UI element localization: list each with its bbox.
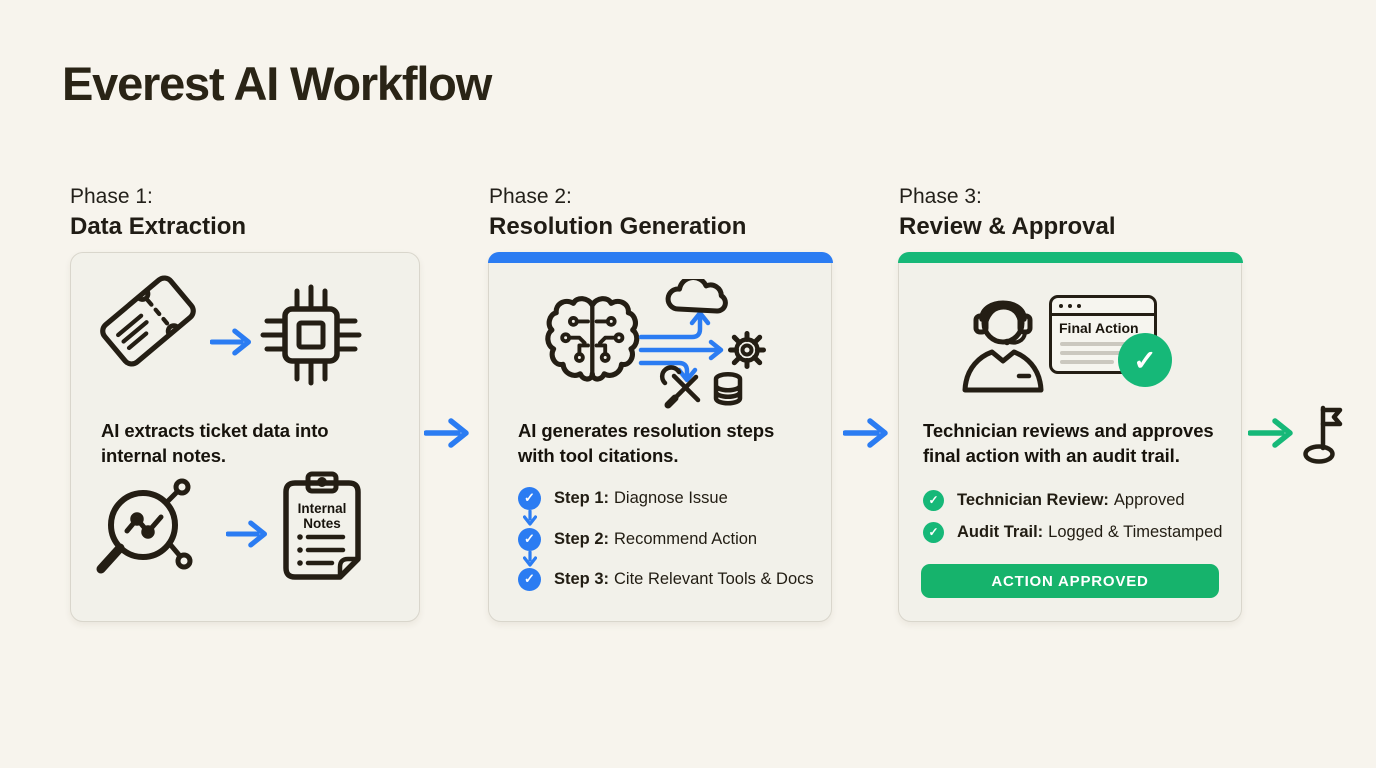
check-icon: ✓ [518, 567, 541, 591]
step-text: Step 1:Diagnose Issue [554, 489, 728, 508]
clipboard-label: Internal Notes [297, 501, 347, 532]
phase-3-title: Review & Approval [899, 213, 1116, 240]
window-title: Final Action [1059, 320, 1139, 336]
chip-icon [259, 283, 363, 387]
phase-2-description: AI generates resolution steps with tool … [518, 420, 775, 466]
phase-1-description: AI extracts ticket data into internal no… [101, 420, 329, 466]
check-icon: ✓ [923, 489, 944, 511]
step-row-3: ✓ Step 3:Cite Relevant Tools & Docs [518, 567, 814, 591]
flow-arrow-icon [424, 416, 472, 450]
step-text: Step 2:Recommend Action [554, 530, 757, 549]
database-icon [713, 371, 743, 406]
phase-3-description: Technician reviews and approves final ac… [923, 420, 1214, 466]
check-2-text: Logged & Timestamped [1048, 522, 1223, 541]
phase-1-title: Data Extraction [70, 213, 247, 240]
arrow-right-icon [210, 325, 254, 359]
check-1-label: Technician Review: [957, 490, 1109, 509]
blue-accent-bar [487, 251, 833, 263]
cloud-icon [665, 279, 728, 314]
phase-2-card: AI generates resolution steps with tool … [487, 251, 833, 622]
green-accent-bar [897, 251, 1243, 263]
clipboard-icon: Internal Notes [277, 471, 367, 593]
branch-arrows [638, 310, 724, 383]
phase-2-label: Phase 2: [489, 185, 572, 208]
phase-2-title: Resolution Generation [489, 213, 747, 240]
window-title-bar [1052, 298, 1154, 316]
window-text-line [1060, 351, 1132, 355]
check-icon: ✓ [518, 527, 541, 551]
window-dot [1077, 303, 1081, 308]
phase-2-header: Phase 2: Resolution Generation [489, 185, 746, 241]
window-text-line [1060, 342, 1132, 346]
browser-window-icon: Final Action ✓ [1049, 295, 1172, 387]
step-text: Step 3:Cite Relevant Tools & Docs [554, 570, 814, 589]
technician-icon [957, 289, 1049, 393]
page-title: Everest AI Workflow [62, 57, 492, 110]
check-icon: ✓ [923, 521, 944, 543]
step-3-text: Cite Relevant Tools & Docs [614, 569, 814, 588]
step-3-label: Step 3: [554, 569, 610, 588]
step-2-label: Step 2: [554, 529, 610, 548]
ticket-icon [93, 268, 204, 374]
window-text-line [1060, 360, 1114, 364]
approved-check-icon: ✓ [1118, 333, 1172, 387]
down-arrow-icon [523, 551, 537, 567]
check-text: Audit Trail:Logged & Timestamped [957, 523, 1222, 542]
check-text: Technician Review:Approved [957, 491, 1185, 510]
window-dot [1068, 303, 1072, 308]
check-icon: ✓ [518, 486, 541, 510]
phase-3-card: Final Action ✓ Technician reviews and ap… [897, 251, 1243, 622]
step-1-text: Diagnose Issue [614, 488, 728, 507]
flow-arrow-green-icon [1248, 416, 1296, 450]
phase-3-header: Phase 3: Review & Approval [899, 185, 1116, 241]
magnifier-chart-icon [91, 475, 211, 595]
finish-flag-icon [1299, 402, 1343, 464]
step-1-label: Step 1: [554, 488, 610, 507]
down-arrow-icon [523, 510, 537, 526]
phase-1-card: AI extracts ticket data into internal no… [70, 252, 420, 622]
flow-arrow-icon [843, 416, 891, 450]
check-row-1: ✓ Technician Review:Approved [923, 488, 1185, 512]
check-1-text: Approved [1113, 490, 1185, 509]
tools-icon [659, 365, 701, 409]
step-row-2: ✓ Step 2:Recommend Action [518, 527, 757, 551]
check-row-2: ✓ Audit Trail:Logged & Timestamped [923, 520, 1222, 544]
step-row-1: ✓ Step 1:Diagnose Issue [518, 486, 728, 510]
window-dot [1059, 303, 1063, 308]
phase-3-label: Phase 3: [899, 185, 982, 208]
gear-icon [728, 331, 766, 369]
brain-icon [545, 296, 640, 382]
action-approved-button[interactable]: ACTION APPROVED [921, 564, 1219, 598]
ai-tools-diagram [537, 279, 777, 411]
check-2-label: Audit Trail: [957, 522, 1044, 541]
phase-1-header: Phase 1: Data Extraction [70, 185, 246, 241]
step-2-text: Recommend Action [614, 529, 758, 548]
arrow-right-icon [226, 517, 270, 551]
phase-1-label: Phase 1: [70, 185, 153, 208]
